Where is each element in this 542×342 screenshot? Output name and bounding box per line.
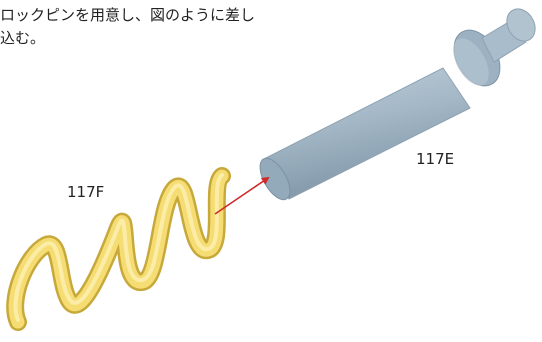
lock-pin-117E [259, 8, 536, 201]
coil-spring-117F [6, 167, 231, 331]
instruction-line-2: 込む。 [0, 29, 46, 47]
label-117F: 117F [67, 183, 105, 201]
instruction-text: ロックピンを用意し、図のように差し 込む。 [0, 4, 380, 50]
label-117E: 117E [416, 150, 455, 168]
insertion-arrow [214, 176, 270, 215]
instruction-line-1: ロックピンを用意し、図のように差し [0, 6, 256, 24]
